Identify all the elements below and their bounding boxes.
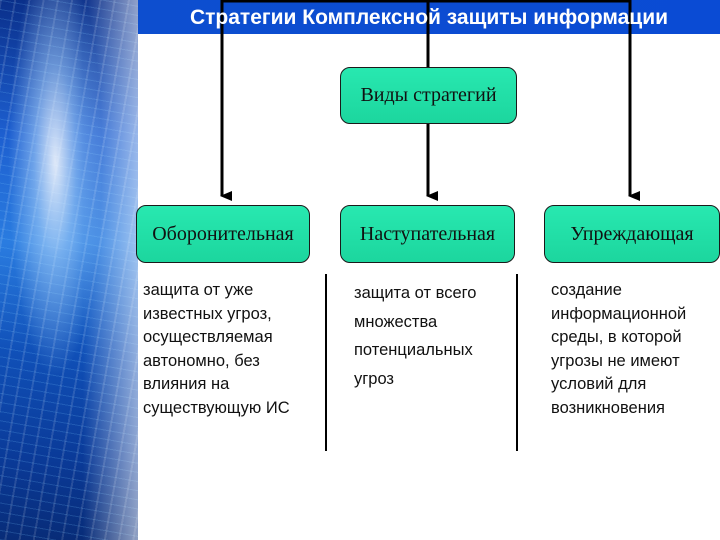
description-line: существующую ИС: [143, 398, 290, 417]
root-node-strategy-types: Виды стратегий: [340, 67, 517, 124]
description-offensive: защита от всего множества потенциальных …: [354, 279, 514, 393]
node-preventive-strategy: Упреждающая: [544, 205, 720, 263]
description-defensive: защита от уже известных угроз, осуществл…: [143, 279, 328, 420]
description-line: возникновения: [551, 398, 665, 417]
description-line: множества: [354, 312, 438, 331]
description-line: создание: [551, 281, 622, 299]
description-line: условий для: [551, 375, 647, 393]
page-title: Стратегии Комплексной защиты информации: [189, 6, 669, 29]
description-line: осуществляемая: [143, 328, 273, 346]
description-line: среды, в которой: [551, 328, 682, 346]
description-line: потенциальных: [354, 341, 473, 359]
description-line: угрозы не имеют: [551, 351, 680, 370]
description-preventive: создание информационной среды, в которой…: [551, 279, 719, 420]
description-line: защита от всего: [354, 284, 477, 302]
description-line: известных угроз,: [143, 304, 272, 323]
node-defensive-strategy: Оборонительная: [136, 205, 310, 263]
side-decorative-image: [0, 0, 138, 540]
description-line: информационной: [551, 304, 687, 323]
node-offensive-strategy: Наступательная: [340, 205, 515, 263]
description-line: автономно, без: [143, 351, 260, 370]
description-line: влияния на: [143, 375, 230, 393]
description-line: угроз: [354, 369, 395, 388]
description-line: защита от уже: [143, 281, 254, 299]
